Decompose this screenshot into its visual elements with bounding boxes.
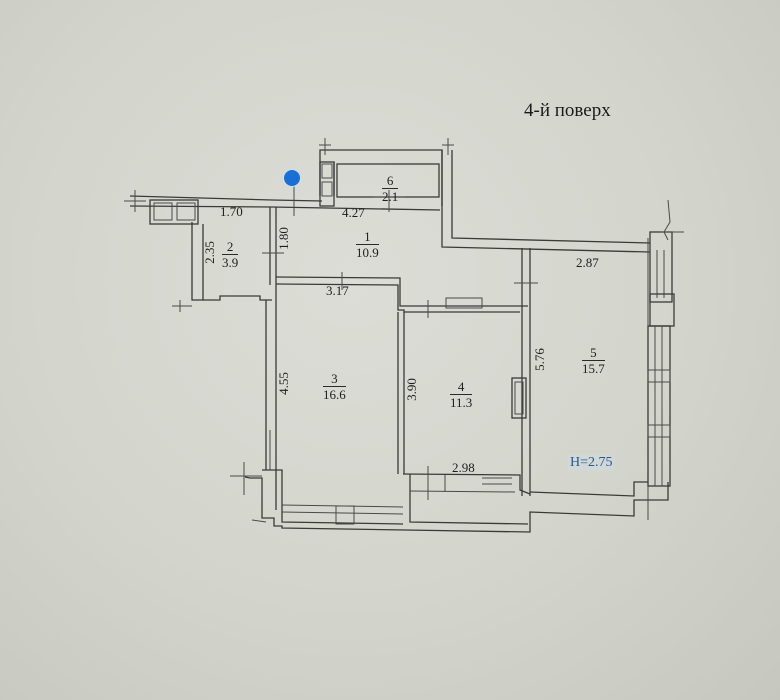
room-2-label: 2 3.9 — [222, 240, 239, 270]
room-number: 3 — [323, 372, 346, 387]
room-5-label: 5 15.7 — [582, 346, 605, 375]
room-area: 11.3 — [450, 395, 473, 410]
dimension-4-55: 4.55 — [275, 372, 291, 395]
room-3-label: 3 16.6 — [323, 372, 346, 401]
room-area: 15.7 — [582, 361, 605, 376]
dimension-1-70: 1.70 — [220, 204, 243, 219]
dimension-2-98: 2.98 — [452, 460, 475, 475]
room-number: 1 — [356, 230, 379, 245]
dimension-5-76: 5.76 — [531, 348, 547, 371]
room-area: 16.6 — [323, 387, 346, 402]
room-area: 3.9 — [222, 255, 239, 270]
room-number: 2 — [222, 240, 239, 255]
dimension-3-90: 3.90 — [403, 378, 419, 401]
dimension-2-87: 2.87 — [576, 255, 599, 270]
dimension-3-17: 3.17 — [326, 283, 349, 298]
room-area: 10.9 — [356, 245, 379, 260]
room-6-label: 6 2.1 — [382, 174, 399, 204]
room-number: 4 — [450, 380, 473, 395]
ceiling-height: H=2.75 — [568, 455, 615, 471]
dimension-2-35: 2.35 — [201, 241, 217, 264]
room-number: 5 — [582, 346, 605, 361]
room-4-label: 4 11.3 — [450, 380, 473, 410]
room-area: 2.1 — [382, 189, 399, 204]
floor-title: 4-й поверх — [524, 100, 611, 121]
dimension-1-80: 1.80 — [275, 227, 291, 250]
room-number: 6 — [382, 174, 399, 189]
location-marker-icon[interactable] — [284, 170, 300, 186]
dimension-4-27: 4.27 — [342, 205, 365, 220]
room-1-label: 1 10.9 — [356, 230, 379, 259]
